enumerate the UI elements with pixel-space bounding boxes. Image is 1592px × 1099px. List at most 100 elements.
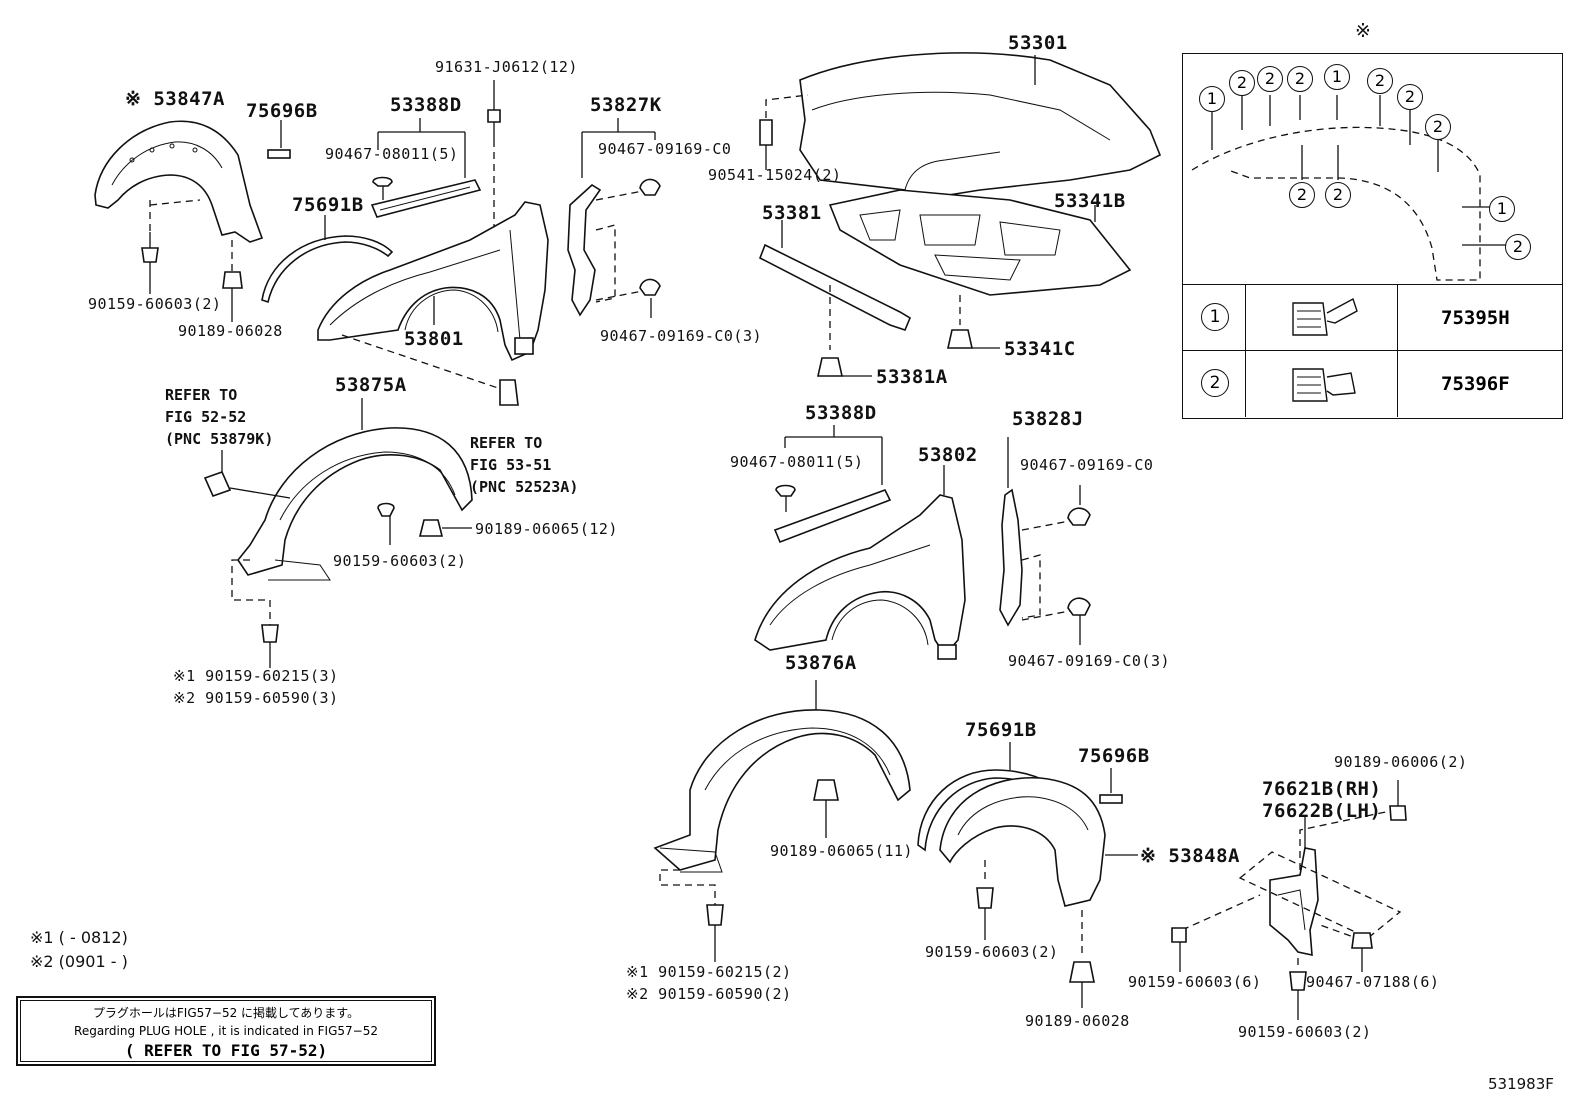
- clip-legend-box: 1 2 2 2 1 2 2 2 2 2 1 2 1 75395H 2 75396…: [1182, 53, 1563, 419]
- part-label-90189-06065-12: 90189-06065(12): [475, 520, 618, 538]
- pad-75696b-b: [1099, 794, 1123, 804]
- clip-icon: [813, 779, 839, 801]
- clip-icon: [817, 357, 843, 377]
- callout: 1: [1199, 86, 1225, 112]
- part-label-90467-08011: 90467-08011(5): [325, 145, 459, 163]
- footnote-2: ※2 (0901 - ): [30, 952, 128, 971]
- clip-icon: [1069, 961, 1095, 983]
- screw-icon: [261, 624, 279, 643]
- part-label-53301: 53301: [1008, 32, 1068, 54]
- fender-flare-53847a: [94, 120, 264, 243]
- part-label-90189-06028-b: 90189-06028: [1025, 1012, 1130, 1030]
- hood-insulator-53341b: [828, 189, 1132, 296]
- part-label-90159-60590: ※2 90159-60590(3): [173, 689, 339, 707]
- part-label-53388d-b: 53388D: [805, 402, 877, 424]
- part-label-90467-07188: 90467-07188(6): [1306, 973, 1440, 991]
- clip-53879k: [203, 470, 232, 498]
- part-label-90467-09169-c0: 90467-09169-C0: [598, 140, 732, 158]
- clip-icon: [1067, 507, 1091, 526]
- footnote-1: ※1 ( - 0812): [30, 928, 128, 947]
- fender-53802: [754, 494, 966, 657]
- legend-part-number: 75395H: [1441, 307, 1510, 329]
- part-label-76622b: 76622B(LH): [1262, 800, 1382, 822]
- part-label-90159-60215-b: ※1 90159-60215(2): [626, 963, 792, 981]
- part-label-53876a: 53876A: [785, 652, 857, 674]
- part-label-90189-06006: 90189-06006(2): [1334, 753, 1468, 771]
- screw-icon: [1289, 971, 1307, 991]
- part-label-53388d: 53388D: [390, 94, 462, 116]
- part-label-53827k: 53827K: [590, 94, 662, 116]
- part-label-90159-60603-d: 90159-60603(6): [1128, 973, 1262, 991]
- plug-hole-en: Regarding PLUG HOLE , it is indicated in…: [74, 1024, 378, 1038]
- plug-hole-refer: ( REFER TO FIG 57-52): [124, 1041, 328, 1060]
- part-label-53875a: 53875A: [335, 374, 407, 396]
- part-label-53847a: ※ 53847A: [125, 88, 225, 110]
- callout: 2: [1289, 182, 1315, 208]
- part-label-53341c: 53341C: [1004, 338, 1076, 360]
- part-label-75696b-b: 75696B: [1078, 745, 1150, 767]
- insulator-53827k: [567, 184, 602, 317]
- callout: 2: [1367, 68, 1393, 94]
- part-label-90467-09169-c0-3-b: 90467-09169-C0(3): [1008, 652, 1171, 670]
- legend-mark: ※: [1355, 20, 1372, 42]
- part-label-90541: 90541-15024(2): [708, 166, 842, 184]
- part-label-90159-60603-b: 90159-60603(2): [333, 552, 467, 570]
- liner-53876a: [653, 709, 911, 871]
- screw-icon: [141, 232, 159, 272]
- callout: 2: [1257, 66, 1283, 92]
- legend-row-1: 1 75395H: [1183, 284, 1562, 351]
- part-label-53848a: ※ 53848A: [1140, 845, 1240, 867]
- clip-icon: [222, 271, 243, 300]
- bracket-icon: [514, 337, 534, 355]
- part-label-90467-09169-c0-3: 90467-09169-C0(3): [600, 327, 763, 345]
- part-label-90159-60603: 90159-60603(2): [88, 295, 222, 313]
- clip-75396f-icon: [1292, 368, 1356, 402]
- screw-icon: [1171, 927, 1187, 943]
- screw-icon: [377, 502, 395, 517]
- legend-number: 1: [1201, 303, 1229, 331]
- bracket-icon: [937, 644, 957, 660]
- part-label-53828j: 53828J: [1012, 408, 1084, 430]
- fender-53801: [317, 201, 549, 362]
- part-label-91631: 91631-J0612(12): [435, 58, 578, 76]
- part-label-75691b-b: 75691B: [965, 719, 1037, 741]
- part-label-53802: 53802: [918, 444, 978, 466]
- callout: 2: [1397, 84, 1423, 110]
- bumper-icon: [759, 119, 773, 146]
- plug-hole-jp: プラグホールはFIG57−52 に掲載してあります。: [92, 1006, 360, 1020]
- part-label-53801: 53801: [404, 328, 464, 350]
- part-label-90189-06028: 90189-06028: [178, 322, 283, 340]
- legend-part-number: 75396F: [1441, 373, 1510, 395]
- part-label-75691b: 75691B: [292, 194, 364, 216]
- diagram-id: 531983F: [1488, 1075, 1554, 1093]
- part-label-53381: 53381: [762, 202, 822, 224]
- screw-icon: [976, 887, 994, 909]
- clip-icon: [775, 484, 796, 497]
- part-label-90159-60215: ※1 90159-60215(3): [173, 667, 339, 685]
- moulding-75691b: [261, 235, 394, 304]
- clip-icon: [639, 278, 661, 296]
- callout: 1: [1489, 196, 1515, 222]
- part-label-90467-08011-b: 90467-08011(5): [730, 453, 864, 471]
- clip-icon: [1067, 597, 1091, 616]
- callout: 2: [1425, 114, 1451, 140]
- clip-icon: [639, 178, 661, 196]
- part-label-90189-06065-11: 90189-06065(11): [770, 842, 913, 860]
- callout: 2: [1325, 182, 1351, 208]
- clip-icon: [372, 176, 393, 200]
- mudguard-76621b: [1269, 847, 1319, 957]
- part-label-90159-60603-e: 90159-60603(2): [1238, 1023, 1372, 1041]
- clip-icon: [947, 329, 973, 349]
- part-label-53341b: 53341B: [1054, 190, 1126, 212]
- part-label-90159-60590-b: ※2 90159-60590(2): [626, 985, 792, 1003]
- callout: 2: [1287, 66, 1313, 92]
- clip-icon: [1389, 805, 1407, 821]
- clip-75395h-icon: [1292, 297, 1358, 336]
- part-label-75696b: 75696B: [246, 100, 318, 122]
- hood-seal-bar-53381: [758, 243, 912, 331]
- legend-row-2: 2 75396F: [1183, 350, 1562, 417]
- part-label-90467-09169-c0-b: 90467-09169-C0: [1020, 456, 1154, 474]
- callout: 2: [1229, 70, 1255, 96]
